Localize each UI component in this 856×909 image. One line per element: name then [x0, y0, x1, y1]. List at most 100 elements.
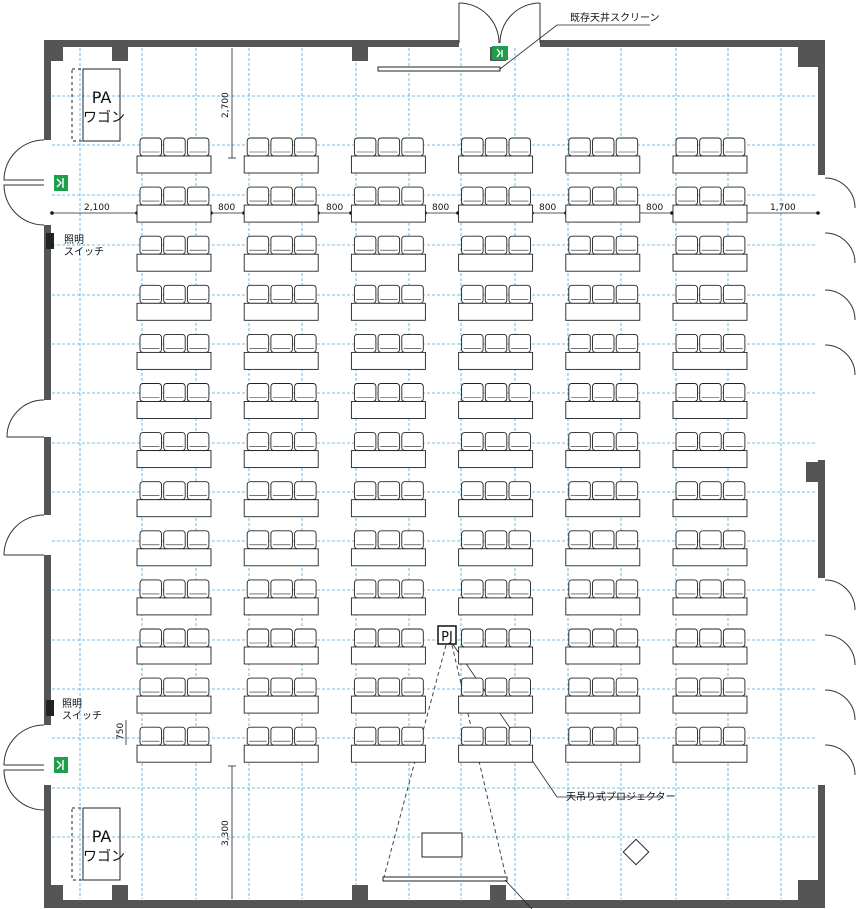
desk [565, 302, 641, 321]
chair [592, 579, 615, 599]
chair [246, 235, 270, 255]
chair [615, 137, 639, 157]
chair [568, 677, 591, 697]
chair [461, 481, 484, 501]
chair [163, 481, 186, 501]
chair [353, 530, 377, 550]
desk [243, 253, 319, 272]
chair [675, 677, 698, 697]
chair [592, 186, 615, 206]
chair [163, 677, 186, 697]
chair [484, 137, 508, 157]
chair [186, 284, 210, 304]
desk-set [672, 137, 748, 174]
chair [377, 235, 401, 255]
desk [458, 695, 534, 714]
chair [401, 137, 424, 157]
desk-set [672, 579, 748, 616]
desk [136, 204, 212, 223]
chair [592, 726, 615, 746]
chair [508, 284, 531, 304]
desk-set [350, 383, 426, 419]
chair [484, 235, 508, 255]
chair [568, 186, 591, 206]
desk-set [350, 579, 426, 616]
chair [508, 186, 531, 206]
desk [672, 351, 748, 370]
desk-set [458, 383, 534, 419]
chair [353, 284, 377, 304]
chair [484, 530, 508, 550]
chair [615, 333, 639, 353]
desk-set [350, 333, 426, 370]
chair [722, 432, 746, 452]
chair [353, 726, 377, 746]
chair [675, 481, 698, 501]
desk-set [458, 530, 534, 567]
chair [246, 530, 270, 550]
desk [458, 253, 534, 272]
desk [136, 499, 212, 518]
desk [350, 499, 426, 518]
desk [458, 499, 534, 518]
chair [615, 284, 639, 304]
pa-top-line1: PA [91, 88, 112, 107]
desk-set [672, 235, 748, 272]
chair [592, 235, 615, 255]
desk [565, 351, 641, 370]
desk-set [243, 235, 319, 272]
chair [401, 235, 424, 255]
desk [672, 548, 748, 567]
chair [246, 579, 270, 599]
chair [461, 579, 484, 599]
chair [401, 186, 424, 206]
chair [461, 186, 484, 206]
chair [699, 628, 722, 648]
chair [568, 726, 591, 746]
desk-set [672, 333, 748, 370]
desk [672, 253, 748, 272]
pa-bottom-line1: PA [91, 827, 112, 846]
desk-set [243, 579, 319, 616]
chair [353, 677, 377, 697]
chair [592, 677, 615, 697]
chair [484, 284, 508, 304]
desk [243, 695, 319, 714]
desk-set [458, 137, 534, 174]
desk-set [565, 530, 641, 567]
chair [401, 628, 424, 648]
desk-set [243, 677, 319, 714]
chair [139, 333, 162, 353]
chair [246, 284, 270, 304]
chair [592, 333, 615, 353]
desk-set [136, 432, 212, 469]
chair [353, 628, 377, 648]
chair [139, 628, 162, 648]
desk [350, 302, 426, 321]
desk-set [136, 628, 212, 665]
desk [565, 744, 641, 763]
desk [136, 597, 212, 616]
chair [675, 186, 698, 206]
chair [270, 628, 293, 648]
desk-set [136, 333, 212, 370]
desk [458, 155, 534, 174]
desk-set [136, 235, 212, 272]
chair [139, 530, 162, 550]
chair [568, 137, 591, 157]
chair [461, 383, 484, 402]
desk-set [243, 530, 319, 567]
projector-callout-label: 天吊り式プロジェクター [566, 790, 676, 803]
chair [508, 530, 531, 550]
chair [186, 383, 210, 402]
chair [186, 579, 210, 599]
chair [294, 677, 317, 697]
desk [243, 401, 319, 419]
chair [461, 530, 484, 550]
desk [350, 597, 426, 616]
chair [568, 284, 591, 304]
desk-set [243, 481, 319, 518]
chair [270, 186, 293, 206]
chair [615, 235, 639, 255]
desk-set [136, 481, 212, 518]
